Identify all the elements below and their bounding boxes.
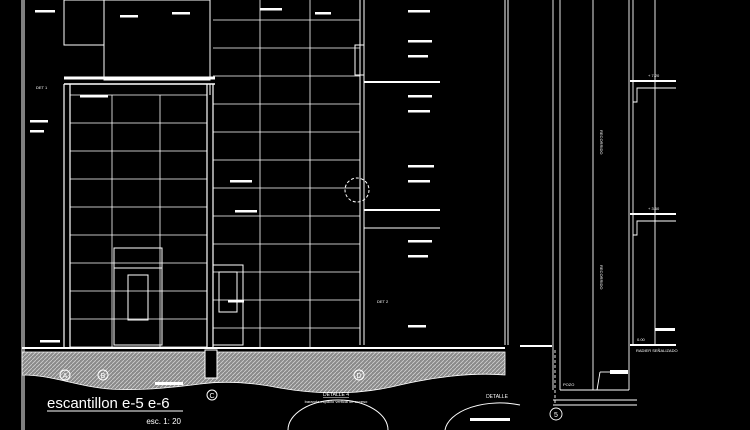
section-axis: 5 <box>554 412 558 419</box>
axis-d: D <box>356 373 361 380</box>
annotation-bars <box>30 8 434 343</box>
label-bar <box>172 12 190 15</box>
axis-markers <box>59 369 365 401</box>
label-bar <box>30 130 44 133</box>
axis-c: C <box>209 393 214 400</box>
label-bar <box>655 328 675 331</box>
label-bar <box>408 55 428 58</box>
label-bar <box>408 10 430 13</box>
label-bar <box>408 255 428 258</box>
axis-a: A <box>63 373 68 380</box>
door-right <box>212 264 244 346</box>
label-bar <box>228 300 244 303</box>
label-bar <box>40 340 60 343</box>
right-wall <box>344 0 440 345</box>
detail-4-subtitle: baranda espacio vertical de acceso <box>305 399 368 404</box>
radier-label: RADIER SEÑALIZADO <box>636 348 678 353</box>
elevator-section <box>520 0 676 421</box>
label-bar <box>408 240 432 243</box>
recorrido-label-lower: RECORRIDO <box>599 265 604 289</box>
drawing-title: escantillon e-5 e-6 <box>47 395 170 412</box>
level-360: + 3.60 <box>648 206 660 211</box>
level-720: + 7.20 <box>648 73 660 78</box>
facade-grid <box>63 0 360 348</box>
label-bar <box>408 95 432 98</box>
roof-block <box>63 0 215 95</box>
label-bar <box>315 12 331 15</box>
label-bar <box>80 95 108 98</box>
drawing-scale: esc. 1: 20 <box>146 417 181 426</box>
axis-b: B <box>101 373 106 380</box>
label-bar <box>30 120 48 123</box>
label-bar <box>408 325 426 328</box>
label-bar <box>408 40 432 43</box>
detail-4-title: DETALLE 4 <box>323 392 349 398</box>
ground-hatch <box>21 351 506 394</box>
label-bar <box>230 180 252 183</box>
label-bar <box>408 165 434 168</box>
label-bar <box>260 8 282 11</box>
detail-4-circle <box>287 399 389 430</box>
detail-5-title: DETALLE <box>486 394 509 400</box>
det-2-label: DET 2 <box>377 299 389 304</box>
label-bar <box>470 418 510 421</box>
detail-5-circle <box>444 402 521 430</box>
label-bar <box>408 180 430 183</box>
pozo-label: POZO <box>563 382 574 387</box>
recorrido-label-upper: RECORRIDO <box>599 130 604 154</box>
label-bar <box>120 15 138 18</box>
label-bar <box>610 370 628 374</box>
door-left <box>113 247 163 346</box>
level-000: 0.00 <box>637 337 646 342</box>
label-bar <box>408 110 430 113</box>
footing <box>204 349 218 379</box>
label-bar <box>155 382 183 385</box>
label-bar <box>35 10 55 13</box>
label-bar <box>235 210 257 213</box>
det-1-label: DET 1 <box>36 85 48 90</box>
